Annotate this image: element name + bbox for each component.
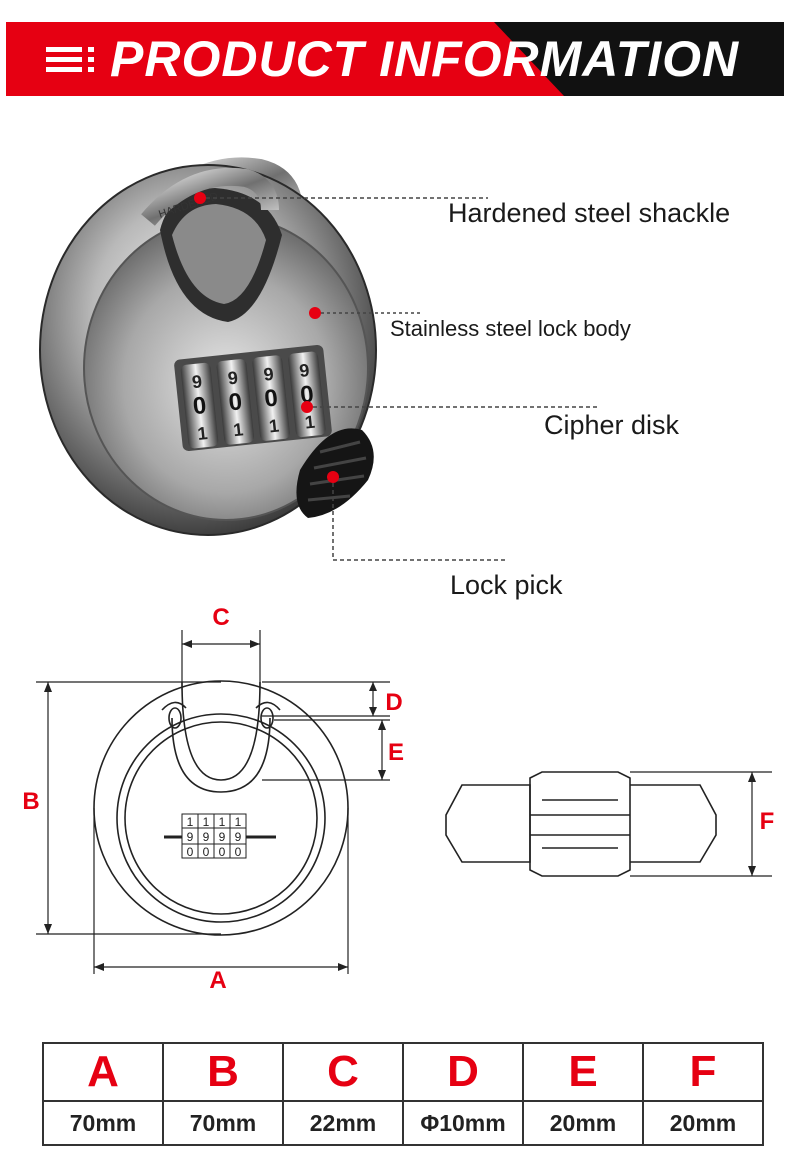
callout-cipher-disk: Cipher disk <box>544 410 680 440</box>
svg-text:9: 9 <box>219 830 226 844</box>
svg-text:1: 1 <box>304 412 316 433</box>
svg-text:0: 0 <box>187 845 194 859</box>
dimension-label-e: E <box>387 739 404 766</box>
spec-value-c: 22mm <box>282 1100 404 1146</box>
svg-text:1: 1 <box>187 815 194 829</box>
spec-value-b: 70mm <box>162 1100 284 1146</box>
dimension-label-a: A <box>209 967 227 994</box>
svg-text:1: 1 <box>196 423 208 444</box>
callout-lock-pick: Lock pick <box>450 570 563 600</box>
header-banner: PRODUCT INFORMATION <box>6 22 784 96</box>
spec-header-d: D <box>402 1042 524 1102</box>
spec-value-f: 20mm <box>642 1100 764 1146</box>
dimension-drawing: 1 1 1 1 9 9 9 9 0 0 0 0 <box>36 630 772 974</box>
svg-text:0: 0 <box>235 845 242 859</box>
menu-lines-icon <box>46 47 94 72</box>
svg-text:9: 9 <box>227 368 239 389</box>
svg-text:9: 9 <box>187 830 194 844</box>
spec-header-row: A B C D E F <box>42 1042 764 1102</box>
svg-text:0: 0 <box>192 392 208 420</box>
spec-value-a: 70mm <box>42 1100 164 1146</box>
dial-wheel: 9 0 1 <box>180 362 219 449</box>
dimension-label-b: B <box>22 788 40 815</box>
callout-marker <box>194 192 488 204</box>
spec-header-e: E <box>522 1042 644 1102</box>
spec-table: A B C D E F 70mm 70mm 22mm Φ10mm 20mm 20… <box>42 1042 764 1146</box>
drawing-dial: 1 1 1 1 9 9 9 9 0 0 0 0 <box>164 813 276 859</box>
svg-text:9: 9 <box>191 371 203 392</box>
svg-text:0: 0 <box>299 381 315 409</box>
svg-text:1: 1 <box>219 815 226 829</box>
svg-text:9: 9 <box>203 830 210 844</box>
spec-header-b: B <box>162 1042 284 1102</box>
callout-lock-body: Stainless steel lock body <box>390 316 631 341</box>
spec-header-f: F <box>642 1042 764 1102</box>
dial-wheel: 9 0 1 <box>216 359 255 445</box>
callout-marker <box>327 471 508 561</box>
svg-text:1: 1 <box>268 415 280 436</box>
svg-text:0: 0 <box>203 845 210 859</box>
svg-text:9: 9 <box>235 830 242 844</box>
callout-shackle: Hardened steel shackle <box>448 198 731 228</box>
spec-header-a: A <box>42 1042 164 1102</box>
spec-header-c: C <box>282 1042 404 1102</box>
dial-wheel: 9 0 1 <box>288 351 326 438</box>
dimension-label-d: D <box>385 689 403 716</box>
svg-text:0: 0 <box>219 845 226 859</box>
svg-text:9: 9 <box>298 360 310 381</box>
callout-marker <box>301 401 598 413</box>
spec-value-d: Φ10mm <box>402 1100 524 1146</box>
spec-value-row: 70mm 70mm 22mm Φ10mm 20mm 20mm <box>42 1100 764 1146</box>
banner-background <box>6 22 784 96</box>
banner-title: PRODUCT INFORMATION <box>110 31 740 87</box>
svg-text:1: 1 <box>235 815 242 829</box>
padlock-photo: HARDENED 9 0 1 9 0 1 9 0 1 9 0 1 <box>39 157 598 561</box>
spec-value-e: 20mm <box>522 1100 644 1146</box>
svg-text:0: 0 <box>263 384 279 412</box>
dimension-label-f: F <box>759 808 775 835</box>
dial-wheel: 9 0 1 <box>252 355 290 441</box>
callout-marker <box>309 307 422 319</box>
svg-text:9: 9 <box>263 364 275 385</box>
svg-text:1: 1 <box>203 815 210 829</box>
svg-text:1: 1 <box>232 419 244 440</box>
svg-text:0: 0 <box>227 388 243 416</box>
dimension-label-c: C <box>212 604 230 631</box>
